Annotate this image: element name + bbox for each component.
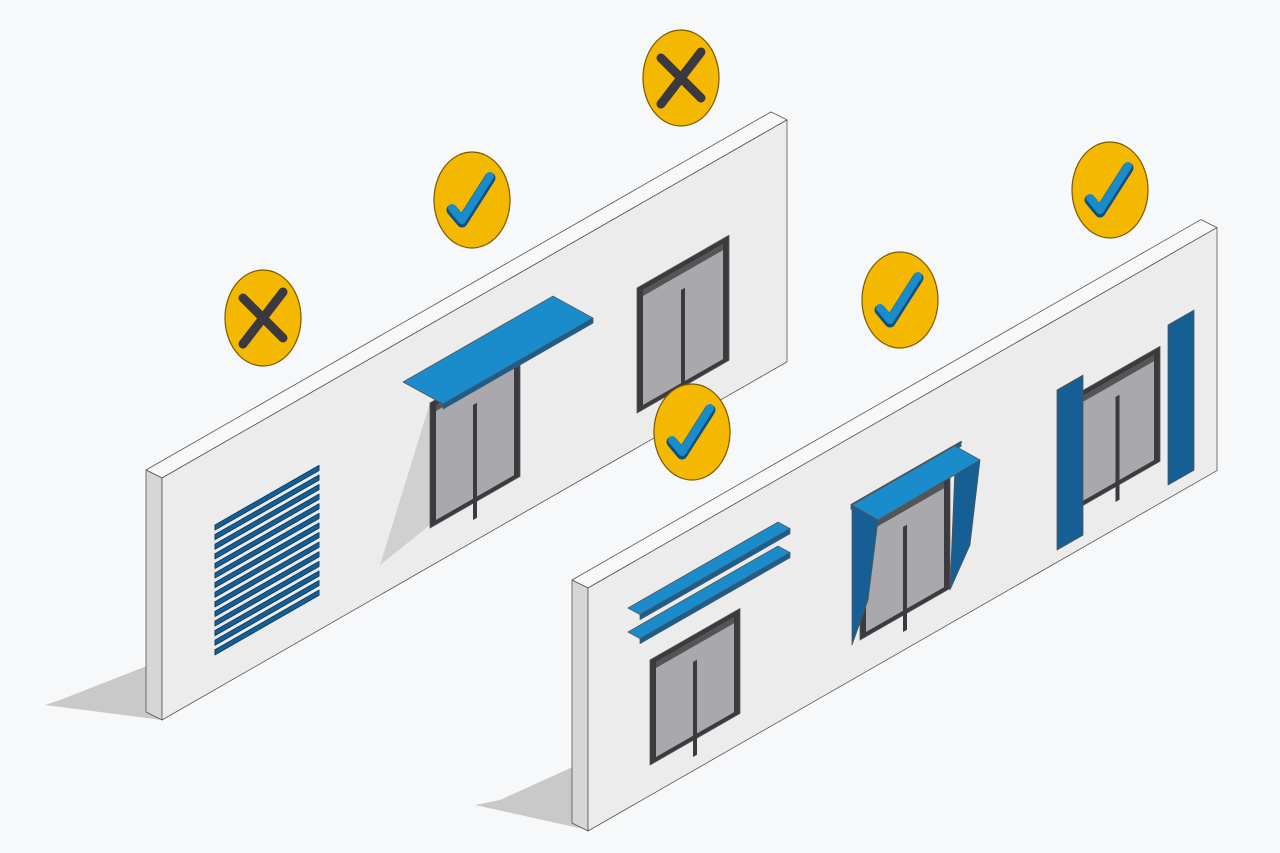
wall-right xyxy=(475,219,1218,832)
window-shadow xyxy=(380,403,430,565)
wall-right-end xyxy=(571,579,589,832)
louver-slat xyxy=(214,474,320,541)
louver-slat xyxy=(214,503,320,569)
badge-6-check xyxy=(1071,141,1149,239)
overhang-edge xyxy=(442,317,594,410)
louver-slat xyxy=(214,493,320,560)
window-overhang-mullion xyxy=(473,402,477,520)
left-shutter xyxy=(1056,374,1084,551)
wall-right-shadow xyxy=(475,760,588,830)
louver-slat xyxy=(214,522,320,589)
louver-slat xyxy=(214,464,320,531)
louver-slat xyxy=(214,512,320,579)
wall-left-end xyxy=(145,469,163,721)
check-icon xyxy=(1086,162,1132,214)
cross-icon xyxy=(656,47,706,109)
wall-left xyxy=(45,111,788,721)
upper-overhang-edge xyxy=(639,528,791,620)
badge-5-check xyxy=(861,251,939,349)
louver-slat xyxy=(214,532,320,598)
lower-overhang-edge xyxy=(639,552,791,644)
louver-slat xyxy=(214,551,320,617)
wall-left-shadow xyxy=(45,660,162,720)
window-shutters-transom xyxy=(1081,355,1154,403)
check-icon xyxy=(876,272,922,324)
window-plain-transom xyxy=(643,244,723,296)
right-shutter xyxy=(1167,309,1195,486)
window-shutters-mullion xyxy=(1115,394,1120,502)
louver-slat xyxy=(214,580,320,646)
check-icon xyxy=(668,404,714,456)
badge-2-check xyxy=(433,151,511,249)
louver-slat xyxy=(214,484,320,550)
window-double-overhang-transom xyxy=(656,617,734,668)
window-double-overhang-mullion xyxy=(693,659,697,757)
window-fins-mullion xyxy=(903,524,907,632)
louver-slat xyxy=(214,589,320,656)
cross-icon xyxy=(238,287,288,349)
window-plain-mullion xyxy=(681,287,685,405)
louver-slat xyxy=(214,541,320,608)
horizontal-louvers xyxy=(214,464,320,656)
overhang-top xyxy=(851,445,981,521)
check-icon xyxy=(448,172,494,224)
louver-slat xyxy=(214,570,320,637)
window-fins-transom xyxy=(866,482,944,533)
badge-4-check xyxy=(653,383,731,481)
louver-slat xyxy=(214,560,320,627)
badge-1-cross xyxy=(224,269,302,367)
badge-3-cross xyxy=(642,29,720,127)
